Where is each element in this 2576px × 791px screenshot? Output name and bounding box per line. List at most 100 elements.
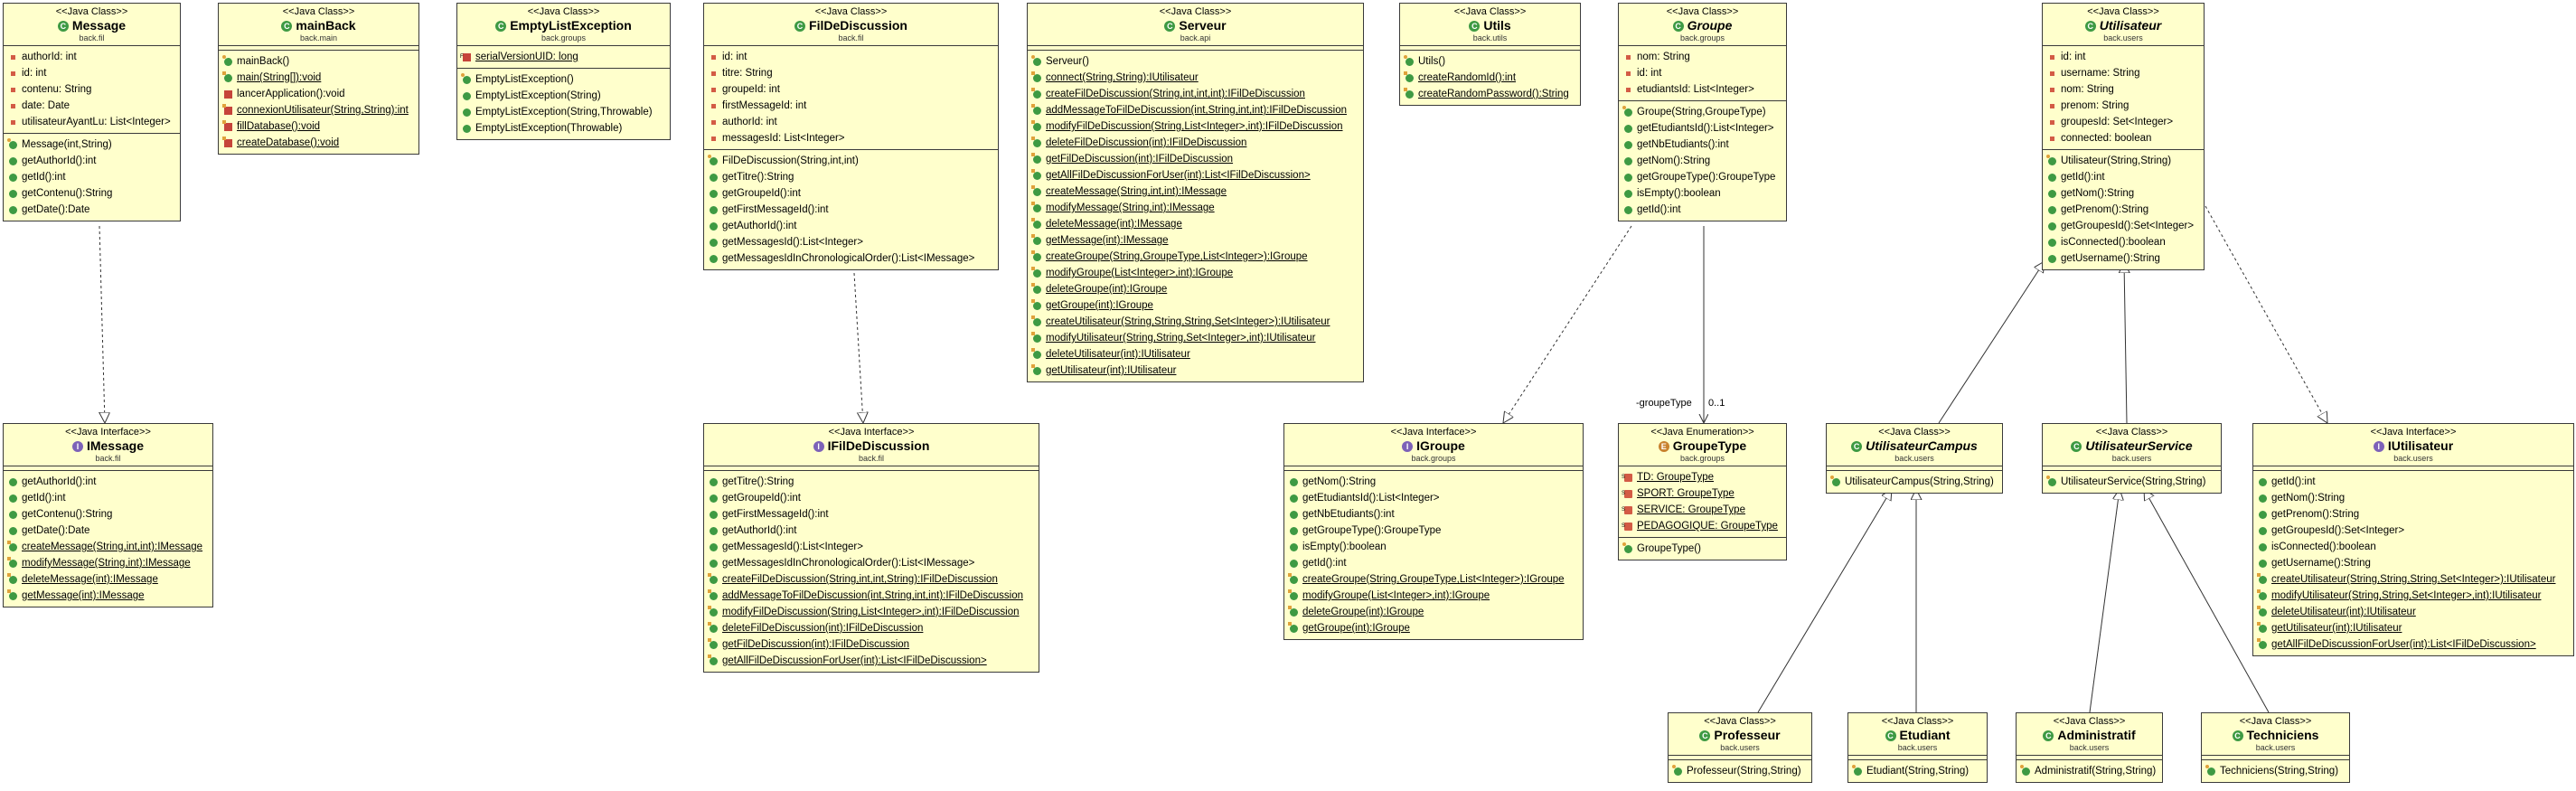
method-row: getTitre():String [710, 474, 1035, 490]
package-label: back.groups [1679, 33, 1725, 42]
method-visibility-icon [1624, 140, 1632, 149]
method-visibility-icon [2257, 572, 2267, 584]
method-visibility-icon [1031, 87, 1041, 99]
field-row: username: String [2048, 65, 2200, 81]
stereotype-label: <<Java Class>> [1159, 6, 1232, 17]
method-visibility-icon [9, 156, 17, 165]
method-visibility-icon [1031, 266, 1041, 278]
class-icon: C [1699, 730, 1711, 741]
method-visibility-icon [1031, 201, 1041, 212]
method-row: getMessagesIdInChronologicalOrder():List… [710, 250, 994, 267]
method-row: Administratif(String,String) [2020, 763, 2158, 779]
method-visibility-icon [710, 494, 718, 503]
methods-section: Professeur(String,String) [1669, 760, 1811, 782]
generalization-professeur-campus [1757, 489, 1892, 713]
method-row: deleteFilDeDiscussion(int):IFilDeDiscuss… [1031, 135, 1359, 151]
method-visibility-icon [710, 205, 718, 214]
method-visibility-icon [1031, 233, 1041, 245]
stereotype-label: <<Java Class>> [282, 6, 355, 17]
realization-fildediscussion-ifildediscussion [853, 272, 863, 423]
method-row: getFirstMessageId():int [710, 506, 1035, 523]
field-row: prenom: String [2048, 98, 2200, 114]
method-visibility-icon [2046, 154, 2056, 165]
method-row: getGroupe(int):IGroupe [1031, 297, 1359, 314]
method-row: createFilDeDiscussion(String,int,int,int… [1031, 86, 1359, 102]
method-visibility-icon [2257, 589, 2267, 600]
methods-section: Groupe(String,GroupeType)getEtudiantsId(… [1619, 101, 1786, 221]
method-row: deleteUtilisateur(int):IUtilisateur [1031, 346, 1359, 363]
package-label: back.main [299, 33, 338, 42]
package-label: back.users [1894, 454, 1934, 463]
stereotype-label: <<Java Enumeration>> [1650, 427, 1754, 438]
method-visibility-icon [2048, 254, 2056, 263]
method-visibility-icon [222, 103, 232, 115]
field-row: contenu: String [9, 81, 176, 98]
realization-utilisateur-iutilisateur [2205, 205, 2327, 423]
method-row: getGroupeId():int [710, 490, 1035, 506]
method-row: Etudiant(String,String) [1852, 763, 1983, 779]
method-row: getMessagesId():List<Integer> [710, 539, 1035, 555]
method-row: createGroupe(String,GroupeType,List<Inte… [1288, 571, 1579, 588]
method-visibility-icon [2259, 510, 2267, 519]
method-visibility-icon [2048, 189, 2056, 198]
method-row: Techniciens(String,String) [2205, 763, 2346, 779]
field-row: date: Date [9, 98, 176, 114]
method-row: connect(String,String):IUtilisateur [1031, 70, 1359, 86]
field-row: etudiantsId: List<Integer> [1624, 81, 1782, 98]
field-row: utilisateurAyantLu: List<Integer> [9, 114, 176, 130]
method-row: createDatabase():void [222, 135, 415, 151]
stereotype-label: <<Java Class>> [814, 6, 888, 17]
method-row: getAllFilDeDiscussionForUser(int):List<I… [1031, 167, 1359, 184]
package-label: back.fil [95, 454, 121, 463]
method-visibility-icon [2048, 221, 2056, 231]
package-label: back.groups [1679, 454, 1725, 463]
method-visibility-icon [1031, 54, 1041, 66]
stereotype-label: <<Java Class>> [1704, 716, 1776, 727]
field-visibility-icon [460, 49, 471, 65]
method-row: EmptyListException() [461, 71, 666, 88]
method-row: createMessage(String,int,int):IMessage [1031, 184, 1359, 200]
fields-section [1284, 466, 1583, 471]
method-visibility-icon [9, 173, 17, 182]
method-row: getId():int [1624, 202, 1782, 218]
realization-groupe-igroupe [1503, 225, 1632, 423]
field-row: id: int [2048, 49, 2200, 65]
method-row: UtilisateurCampus(String,String) [1830, 474, 1998, 490]
method-row: getTitre():String [710, 169, 994, 185]
class-icon: C [2232, 730, 2243, 741]
method-row: createUtilisateur(String,String,String,S… [1031, 314, 1359, 330]
stereotype-label: <<Java Interface>> [828, 427, 915, 438]
methods-section: Techniciens(String,String) [2202, 760, 2349, 782]
method-visibility-icon [708, 154, 718, 165]
